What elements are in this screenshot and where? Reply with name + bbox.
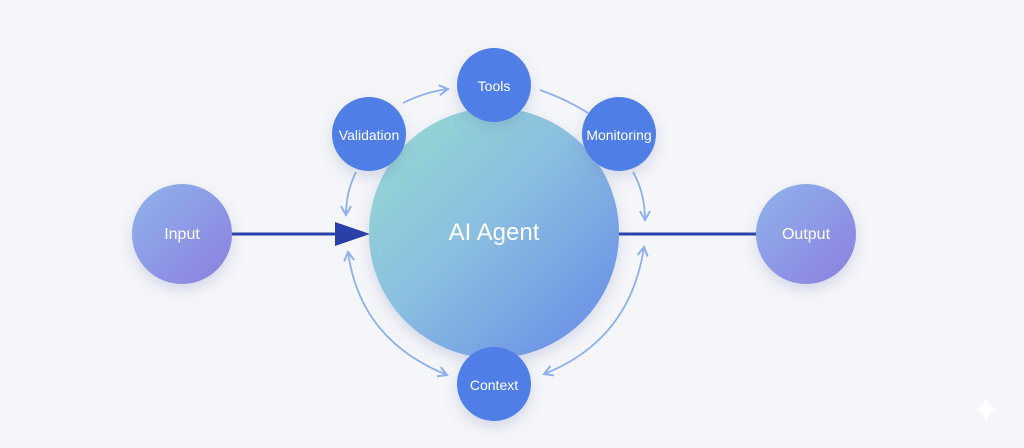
ai-agent-node[interactable] [369,108,619,358]
ai-agent-label: AI Agent [448,219,540,246]
arrow-left-context-loop [343,249,449,378]
arrow-validation-down [340,171,357,218]
monitoring-node[interactable] [582,97,656,171]
validation-node[interactable] [332,97,406,171]
output-node[interactable] [756,184,856,284]
tools-label: Tools [477,78,511,94]
tools-node[interactable] [457,48,531,122]
arrow-validation-to-tools [402,84,451,104]
input-label: Input [164,226,200,243]
cycle-arrows [340,84,651,378]
context-node[interactable] [457,347,531,421]
sparkle-icon [974,396,998,424]
input-arrowhead [335,222,370,246]
output-label: Output [781,226,831,243]
input-node[interactable] [132,184,232,284]
arrow-right-context-loop [542,244,649,377]
context-label: Context [469,377,519,393]
monitoring-label: Monitoring [586,127,652,143]
arrow-monitoring-down [632,171,651,223]
validation-label: Validation [338,127,400,143]
arrow-tools-to-monitoring [539,89,589,114]
